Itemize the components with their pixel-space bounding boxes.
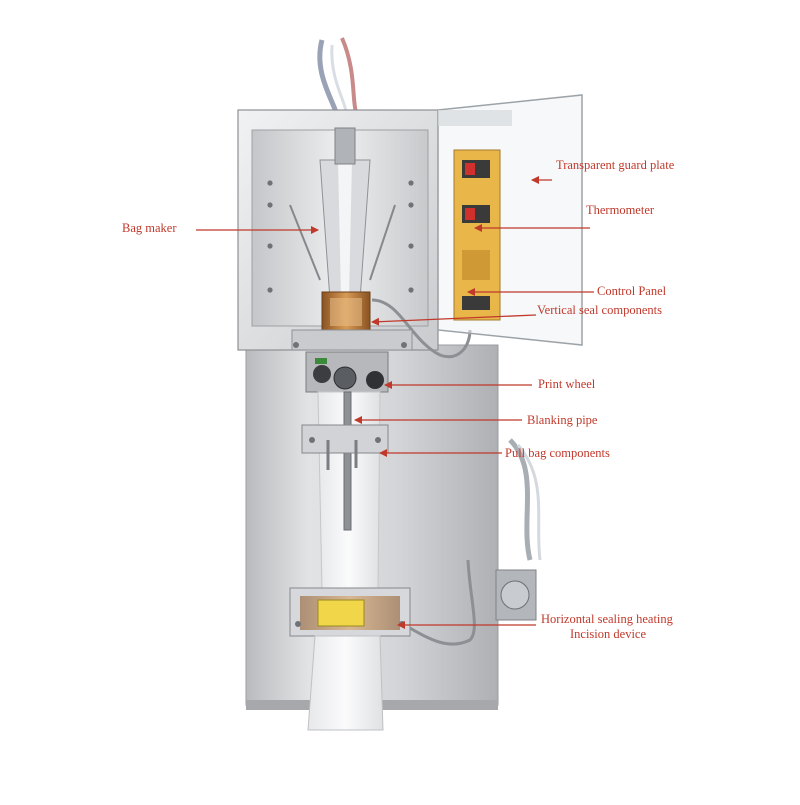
label-incision-device: Incision device xyxy=(570,627,647,641)
control-panel xyxy=(453,149,501,321)
label-pull-bag-components: Pull bag components xyxy=(505,446,610,460)
horizontal-sealing-unit xyxy=(289,587,411,637)
top-hoses xyxy=(317,37,358,113)
pull-bag-bracket xyxy=(301,424,389,470)
label-horizontal-sealing-heating: Horizontal sealing heating xyxy=(541,612,673,626)
side-fittings xyxy=(409,438,542,646)
label-print-wheel: Print wheel xyxy=(538,377,596,391)
crossbar xyxy=(291,329,413,351)
print-wheel-assembly xyxy=(305,351,389,393)
label-blanking-pipe: Blanking pipe xyxy=(527,413,598,427)
arrow-vertical-seal xyxy=(371,314,537,326)
annotation-arrows xyxy=(196,176,594,629)
sealed-bag-output xyxy=(307,635,384,731)
label-thermometer: Thermometer xyxy=(586,203,655,217)
blanking-pipe xyxy=(343,391,352,531)
panel-screws xyxy=(267,180,414,293)
label-transparent-guard-plate: Transparent guard plate xyxy=(556,158,675,172)
label-bag-maker: Bag maker xyxy=(122,221,177,235)
label-control-panel: Control Panel xyxy=(597,284,667,298)
label-vertical-seal-components: Vertical seal components xyxy=(537,303,662,317)
seal-cable xyxy=(371,298,472,359)
